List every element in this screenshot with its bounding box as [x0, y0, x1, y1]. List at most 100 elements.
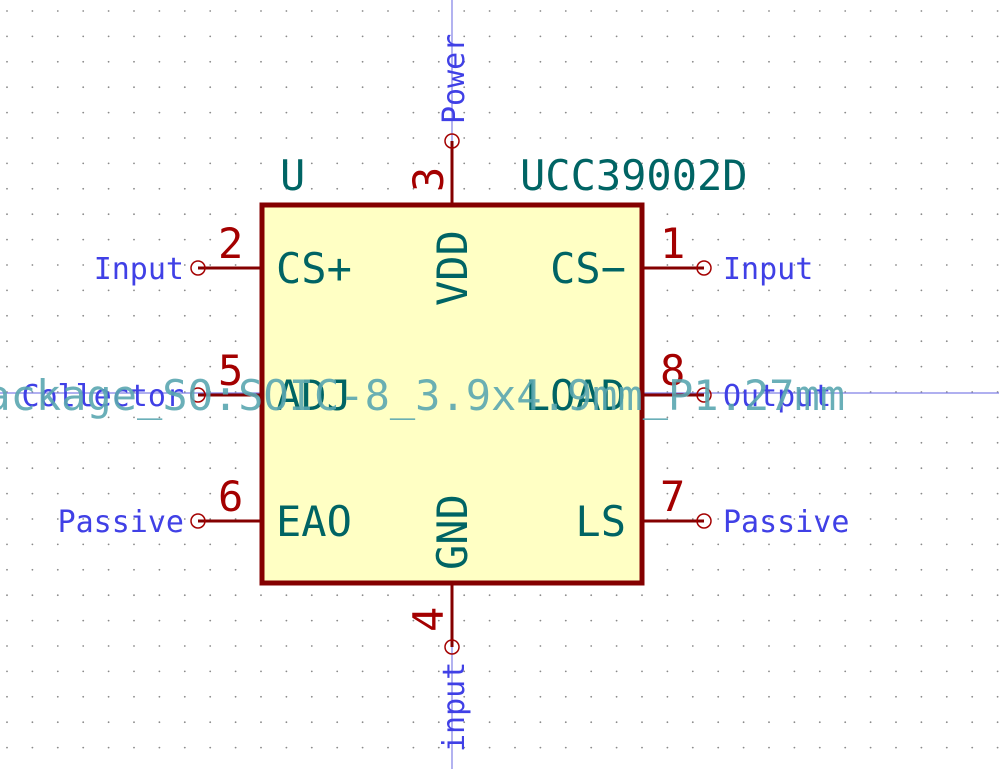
pin-name-gnd: GND	[428, 494, 477, 570]
grid-dot	[158, 518, 161, 520]
grid-dot	[31, 289, 34, 292]
grid-dot	[514, 187, 516, 190]
pin-4-endpoint[interactable]	[444, 639, 460, 655]
grid-dot	[412, 10, 415, 12]
grid-dot	[996, 492, 999, 495]
grid-dot	[717, 492, 720, 495]
grid-dot	[387, 187, 389, 190]
grid-dot	[31, 518, 34, 520]
pin-8-endpoint[interactable]	[696, 387, 712, 403]
pin-number-6: 6	[218, 472, 243, 521]
grid-dot	[463, 86, 466, 89]
grid-dot	[717, 695, 720, 698]
grid-dot	[844, 213, 847, 216]
grid-dot	[361, 619, 364, 622]
grid-dot	[691, 695, 694, 698]
grid-dot	[56, 35, 59, 38]
grid-dot	[996, 568, 999, 571]
grid-dot	[514, 594, 516, 597]
grid-dot	[107, 416, 110, 419]
grid-dot	[336, 670, 339, 673]
grid-dot	[895, 645, 897, 647]
grid-dot	[641, 645, 643, 647]
pin-2-endpoint[interactable]	[190, 260, 206, 276]
grid-dot	[183, 645, 186, 647]
grid-dot	[336, 721, 339, 724]
grid-dot	[793, 137, 796, 139]
grid-dot	[996, 467, 999, 470]
grid-dot	[869, 365, 872, 368]
grid-dot	[564, 60, 567, 63]
grid-dot	[641, 187, 643, 190]
grid-dot	[895, 162, 897, 165]
pin-6-endpoint[interactable]	[190, 513, 206, 529]
grid-dot	[437, 721, 440, 724]
grid-dot	[691, 314, 694, 317]
grid-dot	[387, 594, 389, 597]
grid-dot	[514, 35, 516, 38]
grid-dot	[590, 721, 593, 724]
grid-dot	[107, 213, 110, 216]
grid-dot	[133, 238, 135, 241]
grid-dot	[107, 695, 110, 698]
grid-dot	[260, 746, 262, 749]
grid-dot	[945, 492, 948, 495]
grid-dot	[107, 365, 110, 368]
pin-3-endpoint[interactable]	[444, 133, 460, 149]
grid-dot	[6, 594, 8, 597]
grid-dot	[6, 645, 8, 647]
grid-dot	[82, 645, 85, 647]
grid-dot	[768, 111, 770, 114]
grid-dot	[336, 10, 339, 12]
grid-dot	[818, 289, 821, 292]
grid-dot	[869, 238, 872, 241]
pin-1-endpoint[interactable]	[696, 260, 712, 276]
grid-dot	[234, 238, 237, 241]
pin-7-endpoint[interactable]	[696, 513, 712, 529]
grid-dot	[183, 238, 186, 241]
grid-dot	[768, 441, 770, 444]
pin-type-1: Input	[723, 252, 813, 287]
grid-dot	[666, 314, 669, 317]
grid-dot	[158, 289, 161, 292]
grid-dot	[260, 594, 262, 597]
grid-dot	[818, 467, 821, 470]
grid-dot	[971, 187, 974, 190]
grid-dot	[361, 695, 364, 698]
pin-5-endpoint[interactable]	[190, 387, 206, 403]
grid-dot	[6, 187, 8, 190]
grid-dot	[818, 238, 821, 241]
grid-dot	[82, 238, 85, 241]
value-label[interactable]: UCC39002D	[520, 151, 748, 200]
grid-dot	[82, 467, 85, 470]
grid-dot	[463, 60, 466, 63]
grid-dot	[564, 187, 567, 190]
grid-dot	[31, 492, 34, 495]
grid-dot	[412, 60, 415, 63]
grid-dot	[971, 162, 974, 165]
grid-dot	[158, 492, 161, 495]
grid-dot	[234, 60, 237, 63]
grid-dot	[387, 721, 389, 724]
grid-dot	[107, 60, 110, 63]
pin-number-7: 7	[660, 472, 685, 521]
grid-dot	[463, 162, 466, 165]
grid-dot	[869, 10, 872, 12]
grid-dot	[82, 314, 85, 317]
grid-dot	[6, 619, 8, 622]
grid-dot	[818, 492, 821, 495]
grid-dot	[945, 568, 948, 571]
grid-dot	[107, 441, 110, 444]
grid-dot	[742, 746, 745, 749]
grid-dot	[437, 111, 440, 114]
grid-dot	[793, 238, 796, 241]
grid-dot	[895, 137, 897, 139]
grid-dot	[793, 441, 796, 444]
reference-label[interactable]: U	[280, 151, 305, 200]
component-body[interactable]	[259, 202, 645, 586]
grid-dot	[6, 289, 8, 292]
grid-dot	[971, 543, 974, 546]
grid-dot	[971, 213, 974, 216]
grid-dot	[768, 314, 770, 317]
grid-dot	[920, 695, 923, 698]
